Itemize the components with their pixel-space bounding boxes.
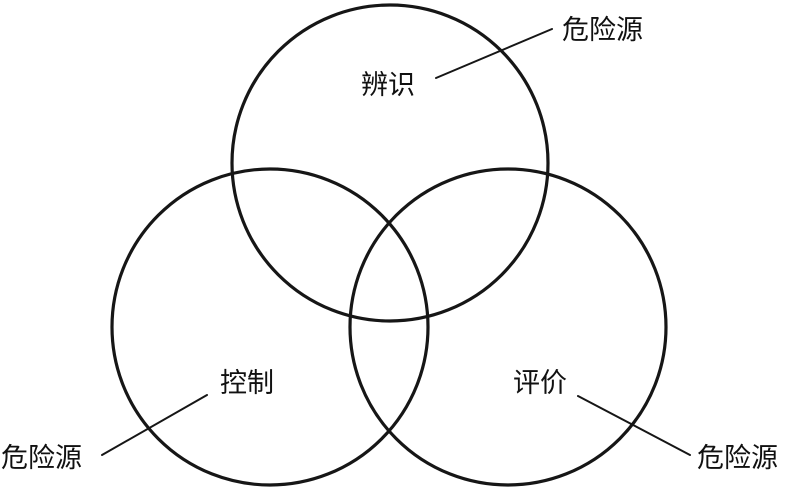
circle-label-control: 控制 [220,368,274,399]
callout-label-top-right: 危险源 [562,15,643,46]
callout-label-bottom-right: 危险源 [697,443,778,474]
circle-control [110,167,430,487]
leader-bottom-right [577,395,691,456]
circle-evaluate [348,167,668,487]
leader-top-right [435,28,553,79]
circle-identify [230,3,550,323]
circle-label-evaluate: 评价 [513,368,567,399]
leader-bottom-left [101,394,208,456]
callout-label-bottom-left: 危险源 [1,443,82,474]
circle-label-identify: 辨识 [361,70,415,101]
